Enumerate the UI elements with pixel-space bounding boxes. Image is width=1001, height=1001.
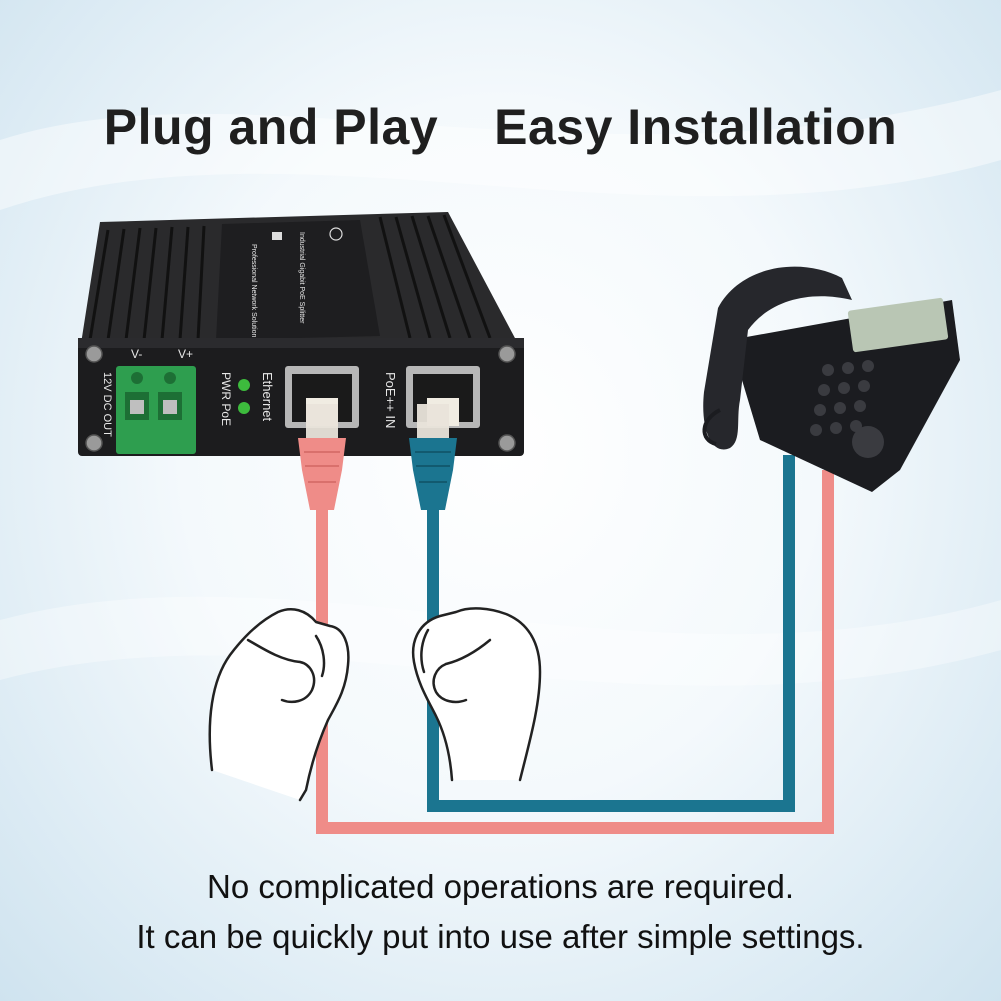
right-hand-icon <box>411 607 542 782</box>
device-top-label: Industrial Gigabit PoE Splitter <box>298 232 305 324</box>
ip-phone-icon <box>702 266 960 492</box>
red-connector <box>298 404 346 510</box>
phone-display <box>847 297 949 353</box>
dc-terminal-block <box>116 366 196 454</box>
poe-splitter-device: Industrial Gigabit PoE Splitter Professi… <box>78 212 524 456</box>
poe-led-icon <box>238 402 250 414</box>
device-top-sublabel: Professional Network Solution <box>250 244 257 337</box>
headline-easy-installation: Easy Installation <box>494 99 898 155</box>
ethernet-port-label: Ethernet <box>260 372 275 422</box>
led-label: PWR PoE <box>219 372 233 426</box>
headline: Plug and Play Easy Installation <box>0 98 1001 156</box>
dc-out-label: 12V DC OUT <box>101 372 113 437</box>
v-plus-label: V+ <box>178 347 193 361</box>
pwr-led-icon <box>238 379 250 391</box>
caption-line-1: No complicated operations are required. <box>207 868 794 905</box>
v-minus-label: V- <box>131 347 142 361</box>
poe-in-port-label: PoE++ IN <box>383 372 398 428</box>
blue-connector <box>409 404 457 510</box>
left-hand-icon <box>208 608 350 802</box>
caption-line-2: It can be quickly put into use after sim… <box>136 918 865 955</box>
headline-plug-and-play: Plug and Play <box>103 99 439 155</box>
